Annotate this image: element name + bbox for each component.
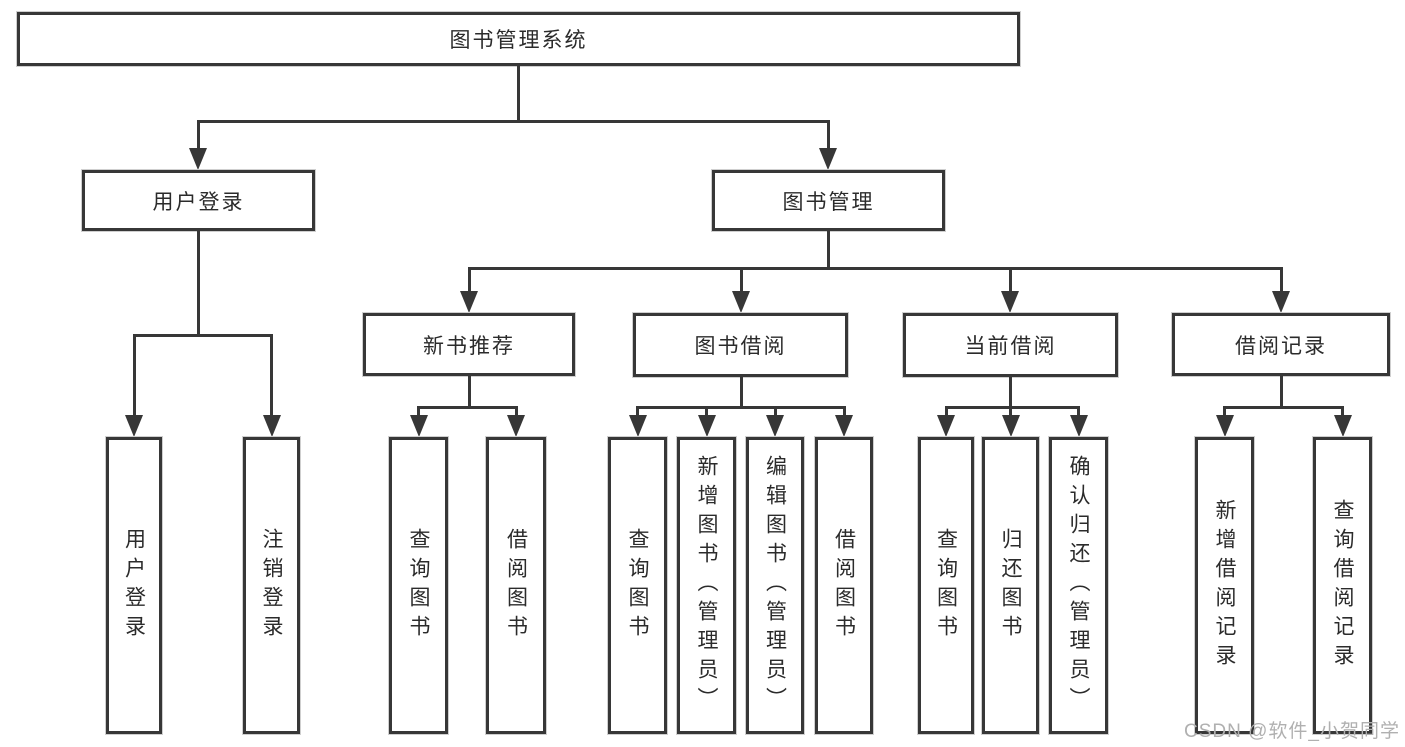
node-user-login-action: 用户登录: [106, 437, 162, 734]
connector-vline: [1009, 269, 1012, 292]
connector-vline: [468, 376, 471, 407]
arrow-down-icon: [1002, 415, 1020, 437]
node-label: 借阅记录: [1235, 334, 1327, 358]
node-borrow-books-borrowing: 借阅图书: [815, 437, 873, 734]
connector-vline: [827, 231, 830, 268]
arrow-down-icon: [698, 415, 716, 437]
arrow-down-icon: [189, 148, 207, 170]
connector-vline: [1280, 376, 1283, 407]
node-label: 新书推荐: [423, 334, 515, 358]
connector-vline: [827, 122, 830, 150]
connector-vline: [843, 408, 846, 416]
arrow-down-icon: [507, 415, 525, 437]
node-logout-action: 注销登录: [243, 437, 300, 734]
node-label: 图书借阅: [694, 335, 787, 358]
node-borrow-books-recommend: 借阅图书: [486, 437, 546, 734]
connector-vline: [1341, 408, 1344, 416]
arrow-down-icon: [732, 291, 750, 313]
node-label: 用户登录: [152, 190, 245, 214]
node-add-book-admin: 新增图书（管理员）: [677, 437, 736, 734]
arrow-down-icon: [1070, 415, 1088, 437]
arrow-down-icon: [1216, 415, 1234, 437]
node-book-borrowing: 图书借阅: [633, 313, 848, 377]
connector-vline: [636, 408, 639, 416]
node-borrowing-records: 借阅记录: [1172, 313, 1390, 376]
node-library-management-system: 图书管理系统: [17, 12, 1020, 66]
arrow-down-icon: [410, 415, 428, 437]
node-label: 新增借阅记录: [1213, 498, 1236, 673]
arrow-down-icon: [1001, 291, 1019, 313]
connector-vline: [197, 122, 200, 150]
node-book-management: 图书管理: [712, 170, 945, 231]
connector-vline: [197, 231, 200, 335]
node-new-book-recommend: 新书推荐: [363, 313, 575, 376]
connector-hline: [636, 406, 846, 409]
node-label: 新增图书（管理员）: [695, 455, 718, 716]
node-label: 查询图书: [407, 527, 430, 644]
connector-vline: [1223, 408, 1226, 416]
arrow-down-icon: [1334, 415, 1352, 437]
node-label: 借阅图书: [504, 527, 528, 644]
connector-vline: [515, 408, 518, 416]
node-label: 用户登录: [122, 527, 146, 644]
node-return-book: 归还图书: [982, 437, 1039, 734]
node-user-login-branch: 用户登录: [82, 170, 315, 231]
connector-vline: [1077, 408, 1080, 416]
connector-vline: [417, 408, 420, 416]
arrow-down-icon: [766, 415, 784, 437]
connector-vline: [705, 408, 708, 416]
connector-vline: [133, 336, 136, 416]
node-label: 当前借阅: [964, 335, 1057, 358]
csdn-watermark: CSDN @软件_小贺同学: [1184, 721, 1400, 742]
node-label: 借阅图书: [832, 527, 856, 644]
connector-vline: [774, 408, 777, 416]
connector-vline: [517, 66, 520, 120]
node-label: 注销登录: [260, 527, 283, 644]
connector-vline: [1280, 269, 1283, 292]
connector-vline: [270, 336, 273, 416]
node-label: 查询图书: [626, 527, 649, 644]
node-label: 确认归还（管理员）: [1067, 455, 1090, 716]
node-query-books-current: 查询图书: [918, 437, 974, 734]
connector-hline: [197, 120, 830, 123]
node-label: 查询图书: [934, 527, 958, 644]
arrow-down-icon: [1272, 291, 1290, 313]
node-label: 编辑图书（管理员）: [763, 455, 787, 716]
arrow-down-icon: [125, 415, 143, 437]
node-label: 图书管理系统: [449, 29, 588, 52]
node-label: 图书管理: [782, 190, 875, 214]
node-label: 查询借阅记录: [1331, 498, 1354, 673]
connector-vline: [1009, 377, 1012, 407]
arrow-down-icon: [460, 291, 478, 313]
connector-vline: [740, 377, 743, 407]
connector-hline: [1223, 406, 1344, 409]
connector-vline: [468, 269, 471, 292]
arrow-down-icon: [629, 415, 647, 437]
node-query-books-recommend: 查询图书: [389, 437, 448, 734]
node-confirm-return-admin: 确认归还（管理员）: [1049, 437, 1108, 734]
connector-vline: [945, 408, 948, 416]
arrow-down-icon: [937, 415, 955, 437]
node-label: 归还图书: [999, 527, 1022, 644]
node-query-borrow-record: 查询借阅记录: [1313, 437, 1372, 734]
node-query-books-borrowing: 查询图书: [608, 437, 667, 734]
node-add-borrow-record: 新增借阅记录: [1195, 437, 1254, 734]
connector-hline: [417, 406, 518, 409]
connector-vline: [1009, 408, 1012, 416]
arrow-down-icon: [263, 415, 281, 437]
connector-hline: [945, 406, 1080, 409]
node-edit-book-admin: 编辑图书（管理员）: [746, 437, 804, 734]
connector-hline: [133, 334, 273, 337]
connector-vline: [740, 269, 743, 292]
arrow-down-icon: [835, 415, 853, 437]
connector-hline: [468, 267, 1283, 270]
node-current-borrowing: 当前借阅: [903, 313, 1118, 377]
arrow-down-icon: [819, 148, 837, 170]
